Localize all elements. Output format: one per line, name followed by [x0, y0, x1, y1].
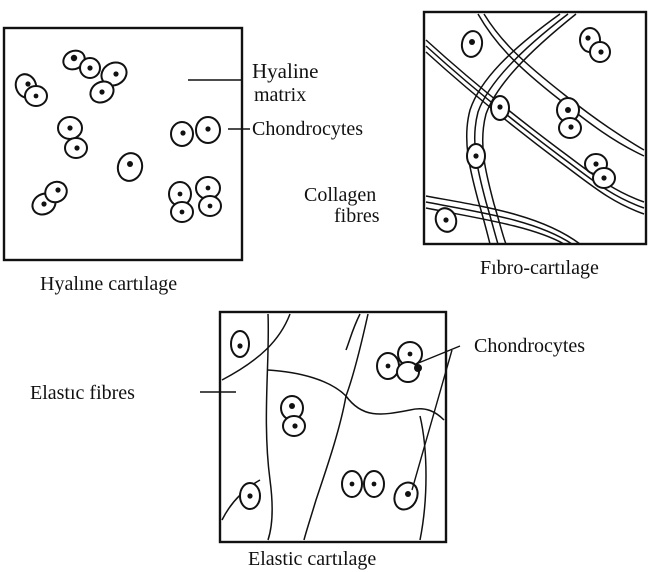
hyaline-chondrocytes-label: Chondrocytes: [252, 118, 363, 140]
collagen-bundle: [426, 40, 644, 214]
fibro-caption: Fıbro-cartılage: [480, 257, 599, 279]
collagen-label-1: Collagen: [304, 184, 376, 206]
chondrocyte-cell: [467, 144, 485, 168]
chondrocyte-group: [58, 117, 87, 158]
chondrocyte-cell: [115, 150, 145, 183]
collagen-label-2: fibres: [334, 205, 380, 227]
chondrocyte-group: [169, 177, 221, 222]
hyaline-matrix-label-1: Hyaline: [252, 59, 318, 83]
elastic-caption: Elastic cartılage: [248, 548, 376, 570]
hyaline-matrix-label-2: matrix: [254, 84, 306, 106]
fibro-frame: [424, 12, 646, 244]
fibro-panel: Collagen fibres Fıbro-cartılage: [304, 12, 646, 279]
chondrocyte-cell: [491, 96, 509, 120]
hyaline-caption: Hyalıne cartılage: [40, 273, 177, 295]
chondrocyte-cell: [390, 479, 422, 514]
hyaline-frame: [4, 28, 242, 260]
chondrocyte-group: [557, 98, 581, 138]
elastic-chondrocytes-label: Chondrocytes: [474, 335, 585, 357]
chondrocyte-cell: [240, 483, 260, 509]
chondrocyte-group: [377, 342, 422, 382]
elastic-panel: Elastıc fibres Chondrocytes Elastic cart…: [30, 312, 585, 570]
chondrocyte-group: [171, 117, 220, 146]
chondrocyte-group: [12, 71, 47, 106]
chondrocyte-group: [585, 154, 615, 188]
chondrocyte-group: [580, 28, 610, 62]
elastic-fibres-label: Elastıc fibres: [30, 382, 135, 404]
chondrocyte-cell: [231, 331, 249, 357]
chondrocyte-group: [342, 471, 384, 497]
hyaline-panel: Hyaline matrix Chondrocytes Hyalıne cart…: [4, 28, 363, 295]
chondrocyte-group: [29, 178, 71, 219]
chondrocyte-group: [281, 396, 305, 436]
chondrocyte-group: [60, 47, 100, 78]
chondrocyte-cell: [460, 29, 484, 58]
